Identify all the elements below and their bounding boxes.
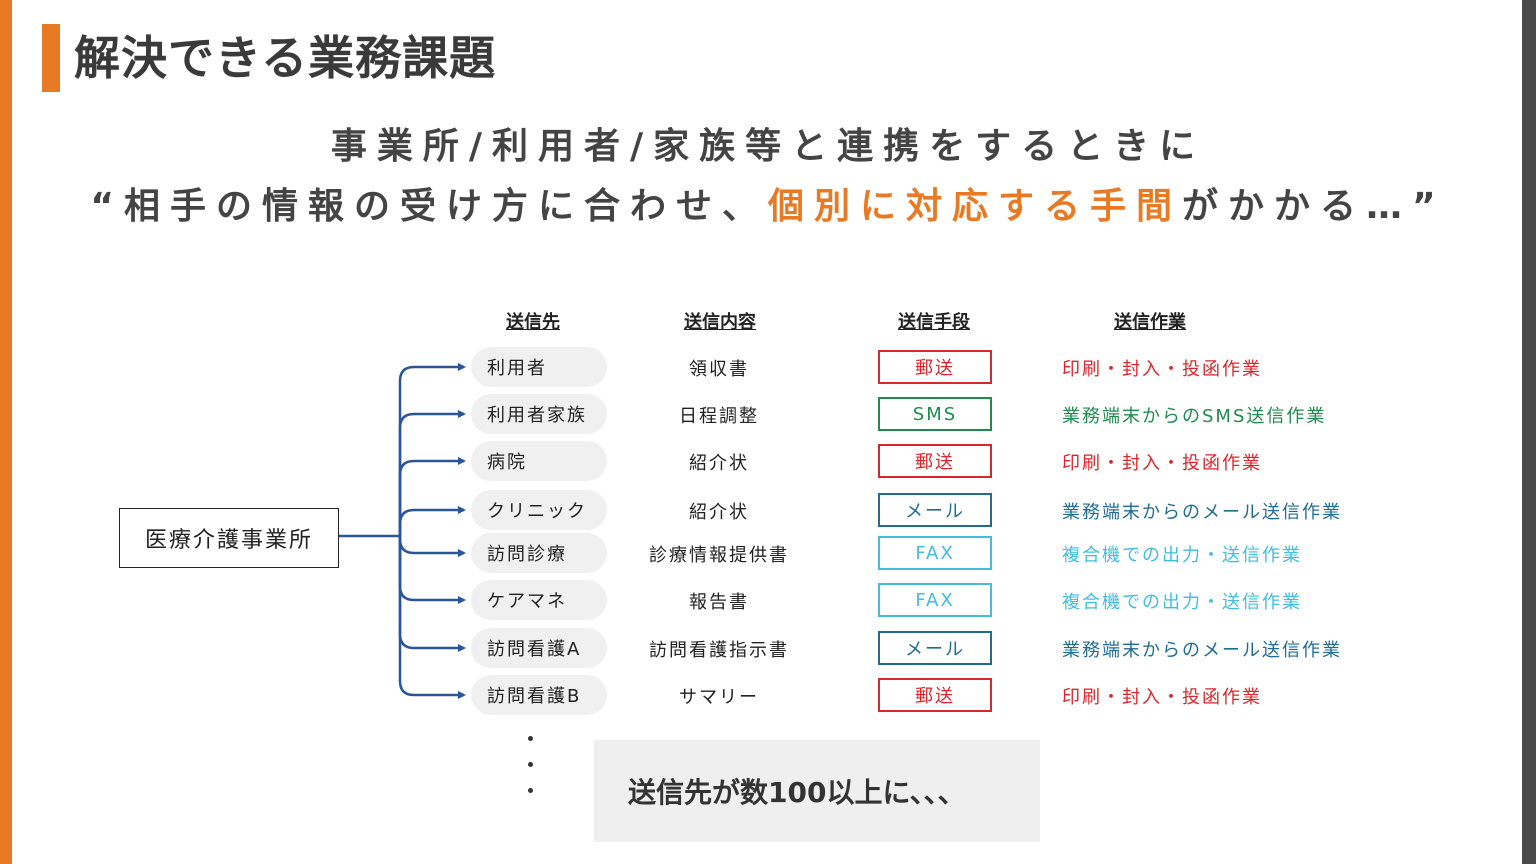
- subtitle-line-2: “相手の情報の受け方に合わせ、個別に対応する手間がかかる…”: [0, 180, 1536, 234]
- content-label: 紹介状: [689, 453, 749, 474]
- task-label: 業務端末からのメール送信作業: [1062, 640, 1342, 661]
- left-accent-bar: [0, 0, 12, 864]
- source-box: 医療介護事業所: [119, 508, 339, 568]
- task-label: 複合機での出力・送信作業: [1062, 545, 1302, 566]
- connector-arrow: [398, 536, 466, 604]
- ellipsis-dot: [528, 762, 533, 767]
- header-means: 送信手段: [898, 312, 970, 333]
- task-label: 印刷・封入・投函作業: [1062, 359, 1262, 380]
- task-label: 印刷・封入・投函作業: [1062, 453, 1262, 474]
- means-box: FAX: [878, 536, 992, 570]
- title-marker: [42, 24, 60, 92]
- destination-pill: クリニック: [471, 490, 607, 530]
- means-box: メール: [878, 493, 992, 527]
- content-label: 日程調整: [679, 406, 759, 427]
- task-label: 業務端末からのメール送信作業: [1062, 502, 1342, 523]
- ellipsis-dot: [528, 788, 533, 793]
- means-box: 郵送: [878, 678, 992, 712]
- means-box: 郵送: [878, 350, 992, 384]
- destination-pill: 利用者家族: [471, 394, 607, 434]
- header-task: 送信作業: [1114, 312, 1186, 333]
- subtitle-line-2-post: がかかる…”: [1182, 186, 1446, 227]
- task-label: 複合機での出力・送信作業: [1062, 592, 1302, 613]
- header-destination: 送信先: [506, 312, 560, 333]
- right-accent-bar: [1522, 0, 1536, 864]
- connector-arrow: [398, 457, 466, 536]
- task-label: 印刷・封入・投函作業: [1062, 687, 1262, 708]
- connector-arrow: [398, 410, 466, 536]
- connector-arrow: [398, 506, 466, 536]
- destination-pill: 利用者: [471, 347, 607, 387]
- connector-arrow: [398, 363, 466, 536]
- destination-pill: ケアマネ: [471, 580, 607, 620]
- subtitle-highlight: 個別に対応する手間: [767, 186, 1182, 227]
- subtitle-line-2-pre: “相手の情報の受け方に合わせ、: [90, 186, 768, 227]
- means-box: 郵送: [878, 444, 992, 478]
- means-box: SMS: [878, 397, 992, 431]
- destination-pill: 訪問看護A: [471, 628, 607, 668]
- content-label: 診療情報提供書: [649, 545, 789, 566]
- content-label: 報告書: [689, 592, 749, 613]
- destination-pill: 訪問看護B: [471, 675, 607, 715]
- content-label: 紹介状: [689, 502, 749, 523]
- content-label: サマリー: [679, 687, 759, 708]
- connector-arrow: [398, 536, 466, 699]
- content-label: 訪問看護指示書: [649, 640, 789, 661]
- subtitle-line-1: 事業所/利用者/家族等と連携をするときに: [330, 126, 1206, 167]
- destination-pill: 訪問診療: [471, 533, 607, 573]
- page-title: 解決できる業務課題: [74, 31, 497, 85]
- means-box: FAX: [878, 583, 992, 617]
- destination-pill: 病院: [471, 441, 607, 481]
- means-box: メール: [878, 631, 992, 665]
- bottom-note: 送信先が数100以上に、、、: [594, 740, 1040, 842]
- content-label: 領収書: [689, 359, 749, 380]
- ellipsis-dot: [528, 736, 533, 741]
- task-label: 業務端末からのSMS送信作業: [1062, 406, 1327, 427]
- header-content: 送信内容: [684, 312, 756, 333]
- connector-arrow: [398, 536, 466, 557]
